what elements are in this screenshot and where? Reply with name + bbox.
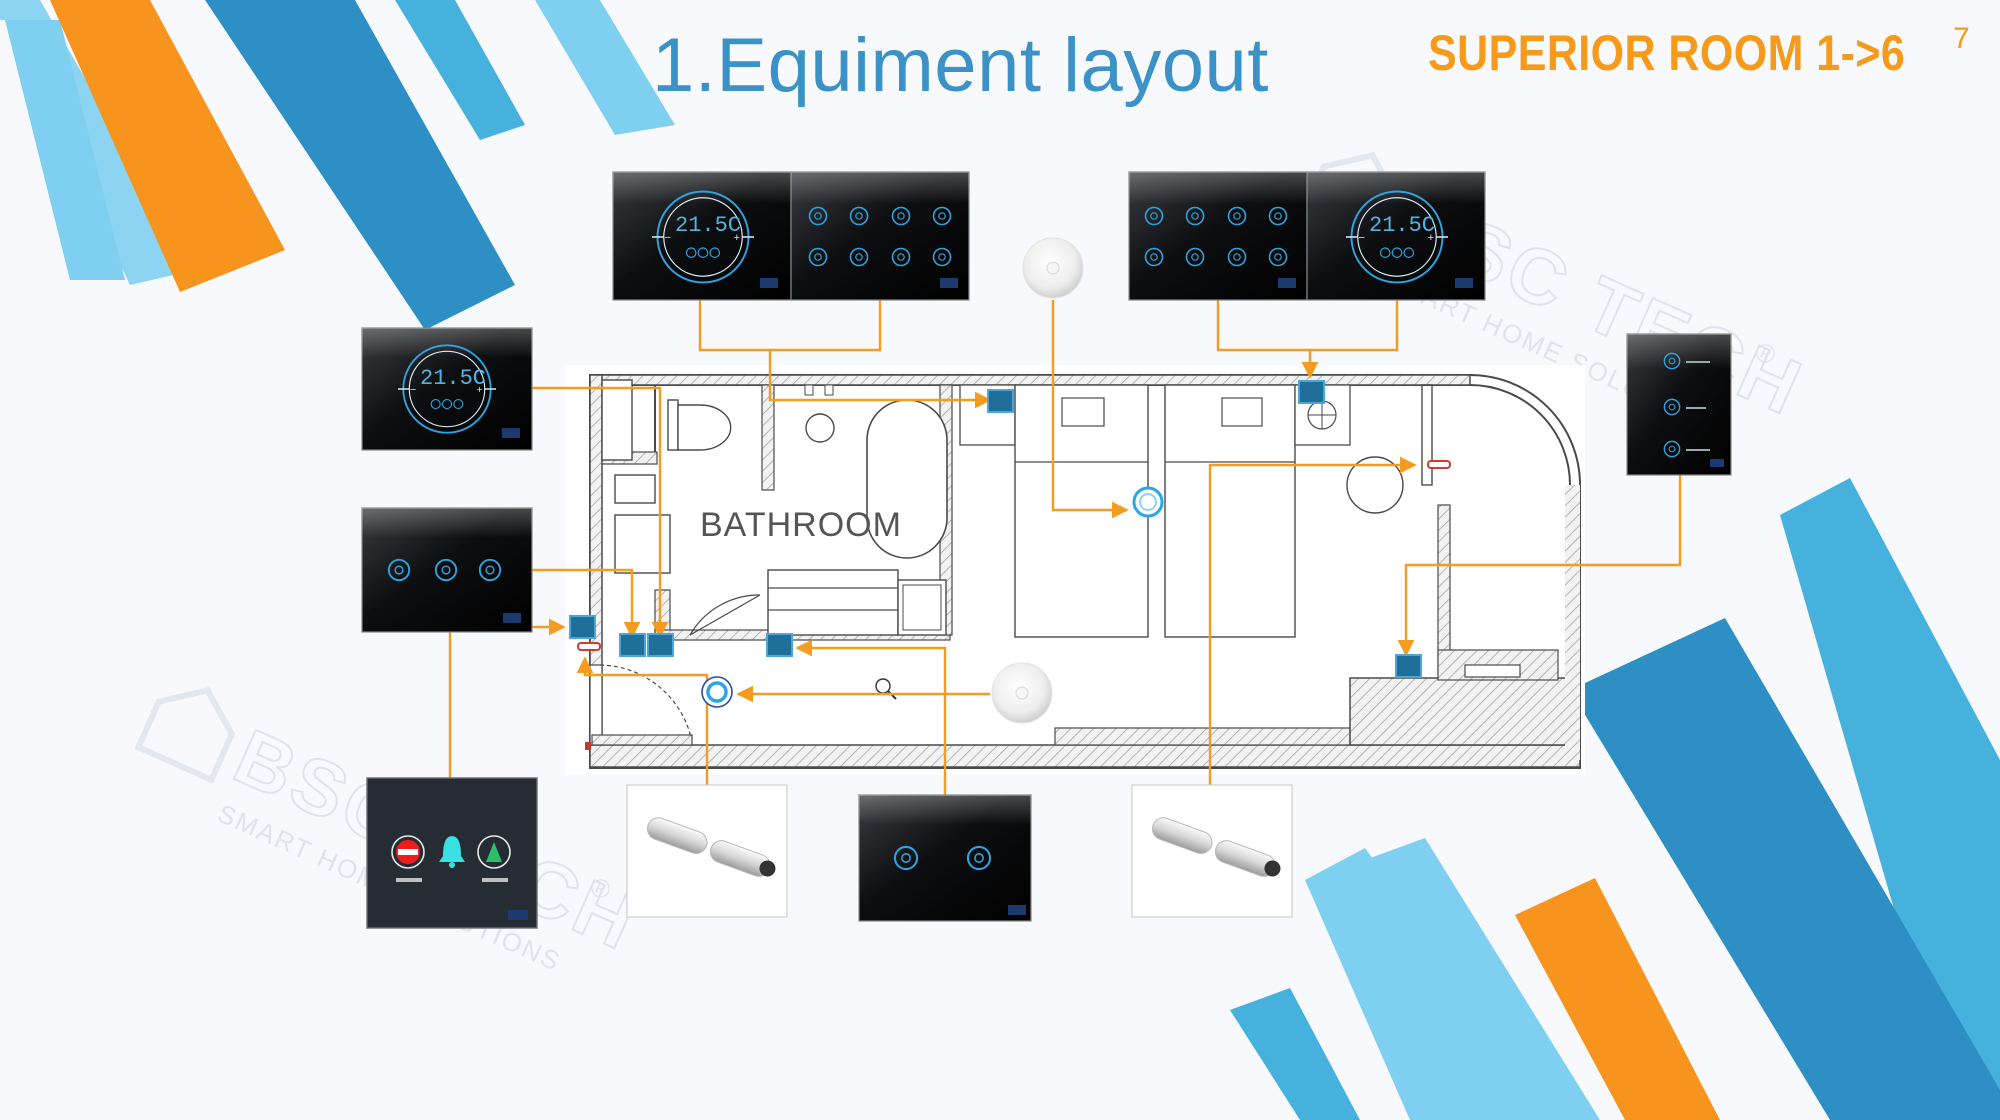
slide-subtitle: SUPERIOR ROOM 1->6 (1428, 25, 1906, 81)
toilet-tank (667, 399, 679, 451)
panel-doorbell (366, 777, 538, 929)
connector-line (795, 639, 947, 797)
door-contact (577, 642, 601, 651)
panel-left-thermostat: 21.5C (361, 327, 533, 451)
relay-module (647, 633, 674, 657)
relay-module (987, 389, 1014, 413)
curtain-motor-left (626, 784, 788, 918)
device-modules (569, 380, 1451, 678)
relay-module (569, 615, 596, 639)
bell-icon (439, 836, 465, 862)
entry-block (1349, 677, 1581, 746)
connector-line (576, 656, 709, 795)
entry-lock (585, 742, 591, 750)
panel-top-left-switch (790, 171, 970, 301)
decor-stripe (205, 0, 515, 330)
pillow (1061, 397, 1105, 427)
motion-sensor-marker (1132, 486, 1164, 518)
outer-wall-line (589, 374, 1581, 769)
panel-right-vertical (1626, 333, 1732, 476)
decor-stripes-bottom-right (1230, 478, 2000, 1120)
thermostat-temp-display: 21.5C (675, 213, 741, 238)
sink-basin (805, 413, 835, 443)
decor-stripe (1230, 988, 1360, 1120)
wall-right (1565, 485, 1580, 760)
decor-stripe-orange (1515, 878, 1720, 1120)
entry-door-swing (599, 664, 693, 743)
thermostat-temp-display: 21.5C (420, 366, 486, 391)
panel-top-right-switch (1128, 171, 1308, 301)
connector-line (1208, 456, 1417, 785)
bathroom-door-swing (689, 594, 761, 636)
slide-title: 1.Equiment layout (652, 23, 1269, 108)
curtain-motor-right (1131, 784, 1293, 918)
door-contact (1427, 460, 1451, 469)
connector-line (768, 350, 992, 409)
thermostat-temp-display: 21.5C (1369, 213, 1435, 238)
wardrobe-panel (601, 379, 633, 461)
relay-module (1395, 654, 1422, 678)
decor-stripe (535, 0, 675, 135)
bathroom-wall-partial (761, 384, 775, 491)
inner-wall-line (600, 384, 1571, 758)
connector-line (698, 300, 882, 352)
connector-line (1397, 475, 1682, 657)
window-frame (1421, 384, 1433, 486)
bathroom-label: BATHROOM (700, 506, 902, 544)
panel-top-left-thermostat: 21.5C (612, 171, 792, 301)
decor-stripes-top-left (0, 0, 675, 330)
page-number: 7 (1953, 22, 1970, 55)
relay-module (619, 633, 646, 657)
decor-stripe-orange (50, 0, 285, 292)
connector-line (448, 618, 566, 778)
decor-stripe (1570, 618, 2000, 1120)
connector-line (1051, 300, 1129, 519)
wall-segment (591, 734, 693, 746)
relay-module (766, 633, 793, 657)
cabinet (614, 514, 671, 574)
round-table (1346, 456, 1404, 514)
panel-left-3-button (361, 507, 533, 633)
decor-stripe (5, 20, 125, 280)
connector-line (532, 386, 669, 639)
wall-segment (1054, 727, 1351, 746)
decor-stripe (395, 0, 525, 140)
entry-sill (1464, 664, 1521, 678)
vanity (767, 569, 899, 636)
wall-top (589, 374, 1471, 386)
entry-door (589, 664, 603, 746)
faucet (824, 384, 834, 396)
connector-line (532, 568, 641, 639)
decor-stripe (1780, 478, 2000, 1120)
relay-module (1298, 380, 1325, 404)
faucet (804, 384, 814, 396)
connector-line (1216, 300, 1399, 352)
panel-top-right-thermostat: 21.5C (1306, 171, 1486, 301)
panel-bottom-2-button (858, 794, 1032, 922)
bed-right (1164, 384, 1296, 638)
ceiling-sensor-top (1022, 237, 1084, 299)
ceiling-sensor-bottom (991, 662, 1053, 724)
toilet-bowl (677, 404, 732, 451)
pillow (1221, 397, 1263, 427)
decor-stripe (1310, 838, 1600, 1120)
floor-plan: BATHROOM (565, 365, 1585, 775)
wall-bottom (589, 744, 1581, 768)
make-up-room-icon (486, 842, 502, 862)
shower-tray (897, 579, 947, 636)
cabinet (614, 474, 656, 504)
